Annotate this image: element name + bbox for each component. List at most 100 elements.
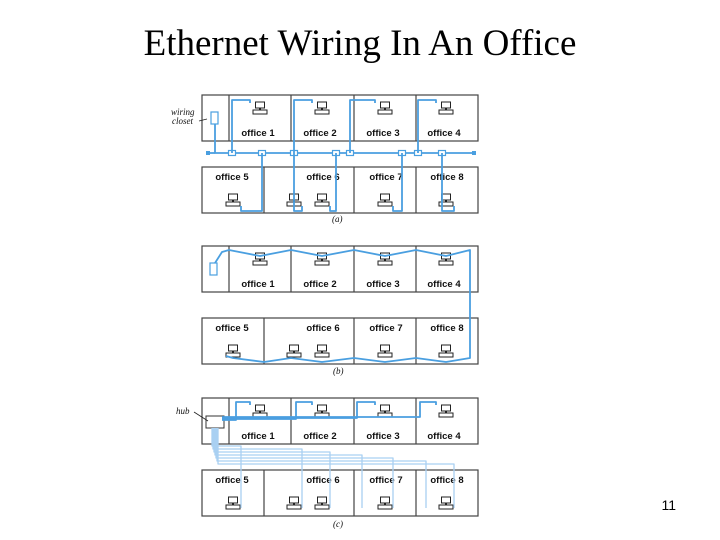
computer-stand — [321, 503, 323, 505]
computer-screen — [380, 101, 390, 109]
computer-stand — [445, 259, 447, 261]
computer-screen — [441, 344, 451, 352]
computer-stand — [445, 108, 447, 110]
terminator-icon — [472, 151, 476, 155]
computer-screen — [441, 101, 451, 109]
computer-stand — [445, 411, 447, 413]
computer-screen — [255, 404, 265, 412]
computer-base — [377, 109, 393, 115]
computer-icon — [225, 344, 241, 358]
computer-screen — [317, 344, 327, 352]
computer-screen — [380, 193, 390, 201]
office-label: office 2 — [303, 128, 336, 139]
computer-screen — [289, 344, 299, 352]
pointer-arrow — [198, 118, 208, 122]
computer-stand — [384, 200, 386, 202]
computer-screen — [441, 496, 451, 504]
computer-screen — [228, 496, 238, 504]
office-label: office 4 — [427, 128, 461, 139]
cable — [240, 153, 263, 212]
computer-stand — [232, 200, 234, 202]
computer-stand — [259, 259, 261, 261]
slide-title: Ethernet Wiring In An Office — [143, 23, 577, 64]
computer-base — [438, 201, 454, 207]
computer-base — [377, 260, 393, 266]
computer-stand — [259, 411, 261, 413]
bottom-office-row — [201, 317, 479, 365]
cable — [293, 153, 303, 212]
cable — [211, 428, 242, 508]
office-label: office 3 — [366, 431, 399, 442]
office-label: office 8 — [430, 475, 463, 486]
computer-stand — [321, 108, 323, 110]
hub-icon — [205, 415, 225, 429]
computer-base — [252, 260, 268, 266]
computer-base — [438, 412, 454, 418]
computer-icon — [314, 344, 330, 358]
computer-screen — [228, 193, 238, 201]
office-label: office 3 — [366, 128, 399, 139]
computer-screen — [441, 404, 451, 412]
computer-base — [314, 201, 330, 207]
computer-base — [377, 201, 393, 207]
computer-stand — [384, 259, 386, 261]
bottom-office-row — [201, 166, 479, 214]
computer-base — [377, 504, 393, 510]
cable — [441, 153, 455, 212]
computer-base — [252, 109, 268, 115]
cable — [217, 428, 455, 508]
cable — [231, 99, 251, 153]
top-office-row — [201, 397, 479, 445]
wiring-closet-icon — [210, 111, 219, 125]
computer-base — [314, 260, 330, 266]
office-label: office 4 — [427, 279, 461, 290]
computer-stand — [232, 503, 234, 505]
computer-icon — [438, 344, 454, 358]
computer-base — [225, 504, 241, 510]
office-label: office 8 — [430, 323, 463, 334]
office-label: office 5 — [215, 475, 249, 486]
page-number: 11 — [661, 497, 676, 513]
computer-screen — [255, 101, 265, 109]
computer-icon — [286, 496, 302, 510]
computer-stand — [259, 108, 261, 110]
computer-icon — [314, 404, 330, 418]
computer-stand — [445, 351, 447, 353]
computer-screen — [380, 404, 390, 412]
office-label: office 1 — [241, 279, 275, 290]
office-label: office 6 — [306, 475, 339, 486]
office-label: office 7 — [369, 172, 402, 183]
cable — [417, 99, 437, 153]
cable — [222, 401, 251, 421]
computer-base — [286, 504, 302, 510]
office-label: office 2 — [303, 279, 336, 290]
computer-base — [286, 352, 302, 358]
computer-icon — [252, 404, 268, 418]
computer-icon — [377, 193, 393, 207]
computer-stand — [384, 503, 386, 505]
computer-screen — [317, 101, 327, 109]
computer-stand — [384, 351, 386, 353]
office-label: office 7 — [369, 475, 402, 486]
computer-base — [438, 109, 454, 115]
cable — [222, 401, 437, 418]
computer-base — [438, 504, 454, 510]
cable — [214, 249, 471, 363]
computer-base — [438, 352, 454, 358]
computer-stand — [293, 503, 295, 505]
computer-stand — [384, 108, 386, 110]
wiring-closet-label: closet — [172, 116, 193, 126]
pointer-arrow — [193, 411, 209, 422]
computer-icon — [377, 404, 393, 418]
cable — [222, 401, 376, 419]
computer-stand — [321, 411, 323, 413]
computer-icon — [377, 101, 393, 115]
cable — [349, 99, 376, 153]
office-label: office 8 — [430, 172, 463, 183]
computer-icon — [225, 193, 241, 207]
computer-screen — [317, 496, 327, 504]
computer-icon — [438, 101, 454, 115]
caption-c: (c) — [333, 519, 343, 529]
